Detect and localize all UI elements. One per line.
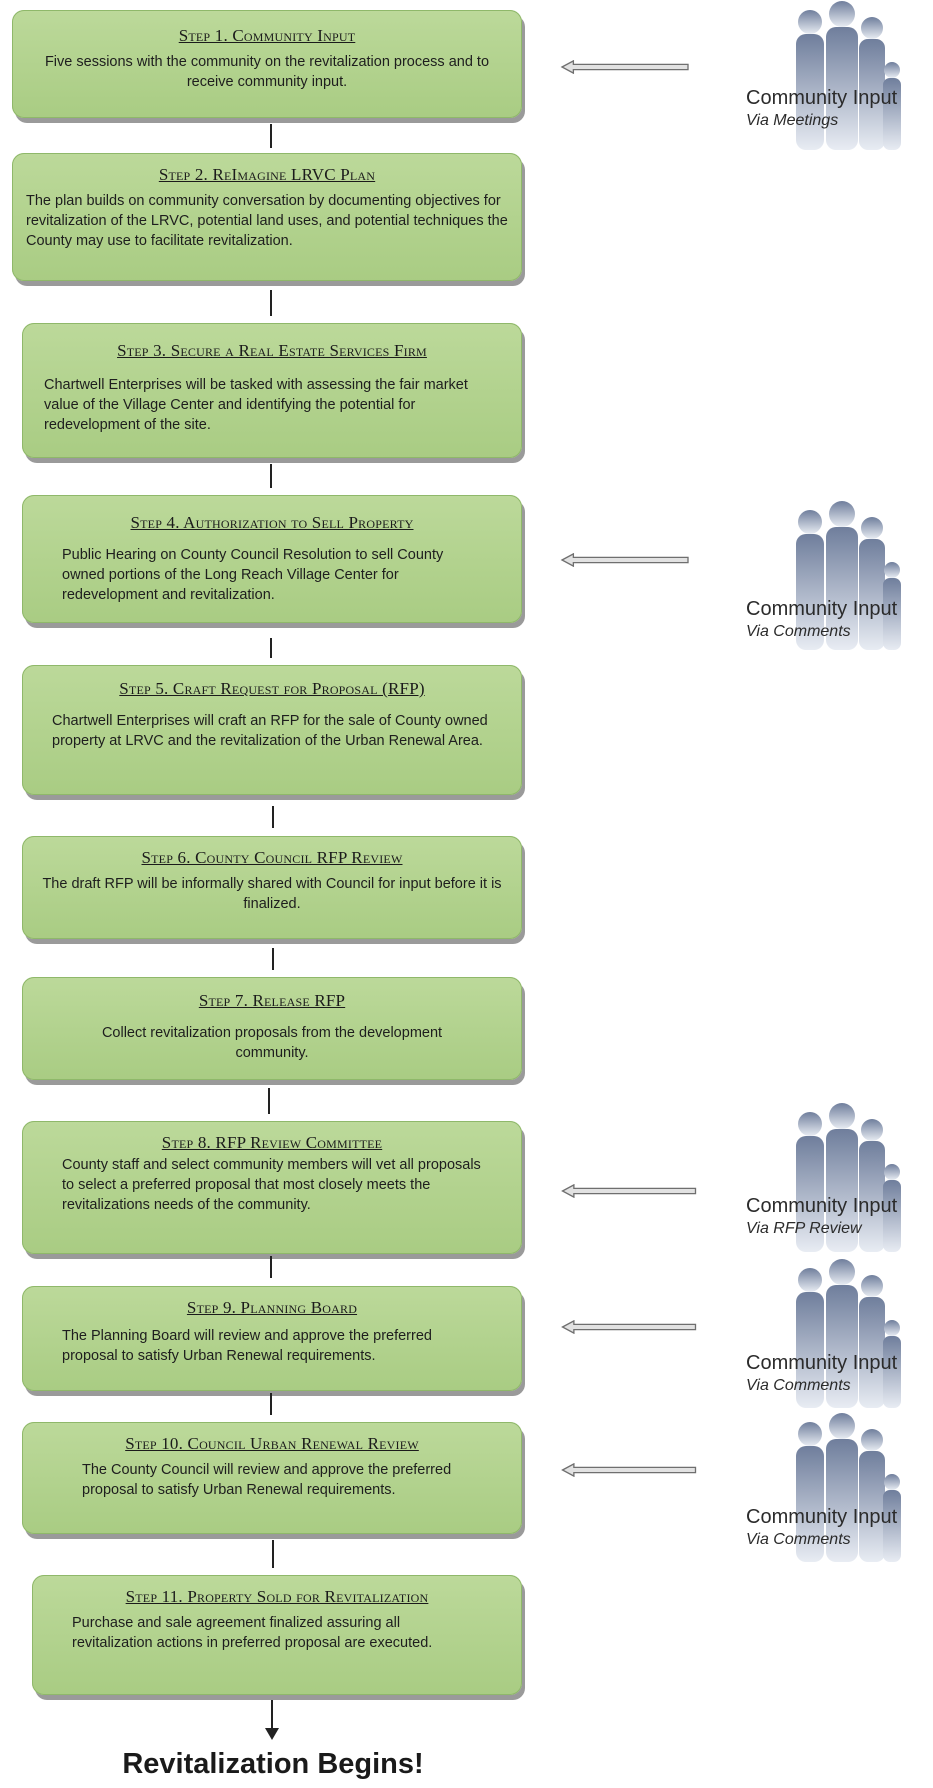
step-title: Step 11. Property Sold for Revitalizatio… xyxy=(125,1587,429,1606)
step-description: Public Hearing on County Council Resolut… xyxy=(62,547,444,603)
step-11-box: Step 11. Property Sold for Revitalizatio… xyxy=(32,1575,522,1695)
community-input-label: Community Input Via Meetings xyxy=(746,87,897,130)
community-input-via: Via Meetings xyxy=(746,112,839,129)
left-arrow-icon xyxy=(561,1463,697,1477)
step-description: The County Council will review and appro… xyxy=(82,1462,452,1498)
step-title: Step 7. Release RFP xyxy=(198,991,346,1010)
community-people-icon xyxy=(796,1,901,150)
step-title: Step 10. Council Urban Renewal Review xyxy=(125,1434,419,1453)
connector-line xyxy=(270,1256,272,1278)
community-input-via: Via Comments xyxy=(746,1531,851,1548)
step-4-box: Step 4. Authorization to Sell Property P… xyxy=(22,495,522,623)
step-title: Step 2. ReImagine LRVC Plan xyxy=(158,165,376,184)
step-description: The Planning Board will review and appro… xyxy=(62,1328,432,1364)
step-3-box: Step 3. Secure a Real Estate Services Fi… xyxy=(22,323,522,458)
step-description: Chartwell Enterprises will be tasked wit… xyxy=(44,377,468,433)
step-title: Step 8. RFP Review Committee xyxy=(161,1133,383,1152)
step-title: Step 4. Authorization to Sell Property xyxy=(130,513,414,532)
step-8-box: Step 8. RFP Review Committee County staf… xyxy=(22,1121,522,1254)
community-input-title: Community Input xyxy=(746,87,898,109)
community-people-icon xyxy=(796,1413,901,1562)
left-arrow-icon xyxy=(560,553,689,567)
connector-line xyxy=(270,290,272,316)
step-description: Collect revitalization proposals from th… xyxy=(101,1025,443,1061)
final-down-arrow-icon xyxy=(265,1700,279,1740)
left-arrow-icon xyxy=(560,60,689,74)
final-heading: Revitalization Begins! xyxy=(122,1748,424,1780)
community-input-via: Via RFP Review xyxy=(746,1220,862,1237)
step-description: The plan builds on community conversatio… xyxy=(26,193,508,249)
community-input-via: Via Comments xyxy=(746,623,851,640)
step-description: The draft RFP will be informally shared … xyxy=(42,876,502,912)
step-description: Purchase and sale agreement finalized as… xyxy=(72,1615,433,1651)
left-arrow-icon xyxy=(561,1184,697,1198)
community-input-via: Via Comments xyxy=(746,1377,851,1394)
step-5-box: Step 5. Craft Request for Proposal (RFP)… xyxy=(22,665,522,795)
step-description: Chartwell Enterprises will craft an RFP … xyxy=(52,713,488,749)
community-people-icon xyxy=(796,1103,901,1252)
connector-line xyxy=(268,1088,270,1114)
community-input-label: Community Input Via Comments xyxy=(746,598,897,641)
connector-line xyxy=(270,638,272,658)
step-10-box: Step 10. Council Urban Renewal Review Th… xyxy=(22,1422,522,1534)
community-input-title: Community Input xyxy=(746,1195,898,1217)
step-title: Step 9. Planning Board xyxy=(186,1298,358,1317)
community-input-label: Community Input Via RFP Review xyxy=(746,1195,897,1238)
connector-line xyxy=(272,948,274,970)
step-1-box: Step 1. Community Input Five sessions wi… xyxy=(12,10,522,118)
left-arrow-icon xyxy=(561,1320,697,1334)
step-title: Step 6. County Council RFP Review xyxy=(141,848,403,867)
connector-line xyxy=(272,806,274,828)
community-people-icon xyxy=(796,1259,901,1408)
step-title: Step 1. Community Input xyxy=(178,26,356,45)
step-7-box: Step 7. Release RFP Collect revitalizati… xyxy=(22,977,522,1080)
step-description: County staff and select community member… xyxy=(62,1157,481,1213)
connector-line xyxy=(270,464,272,488)
connector-line xyxy=(270,1393,272,1415)
step-6-box: Step 6. County Council RFP Review The dr… xyxy=(22,836,522,939)
step-title: Step 5. Craft Request for Proposal (RFP) xyxy=(119,679,425,698)
step-title: Step 3. Secure a Real Estate Services Fi… xyxy=(117,341,427,360)
connector-line xyxy=(270,124,272,148)
community-input-title: Community Input xyxy=(746,598,898,620)
step-9-box: Step 9. Planning Board The Planning Boar… xyxy=(22,1286,522,1391)
community-input-label: Community Input Via Comments xyxy=(746,1352,897,1395)
community-input-title: Community Input xyxy=(746,1352,898,1374)
community-people-icon xyxy=(796,501,901,650)
step-description: Five sessions with the community on the … xyxy=(44,54,490,90)
community-input-title: Community Input xyxy=(746,1506,898,1528)
step-2-box: Step 2. ReImagine LRVC Plan The plan bui… xyxy=(12,153,522,281)
connector-line xyxy=(272,1540,274,1568)
community-input-label: Community Input Via Comments xyxy=(746,1506,897,1549)
